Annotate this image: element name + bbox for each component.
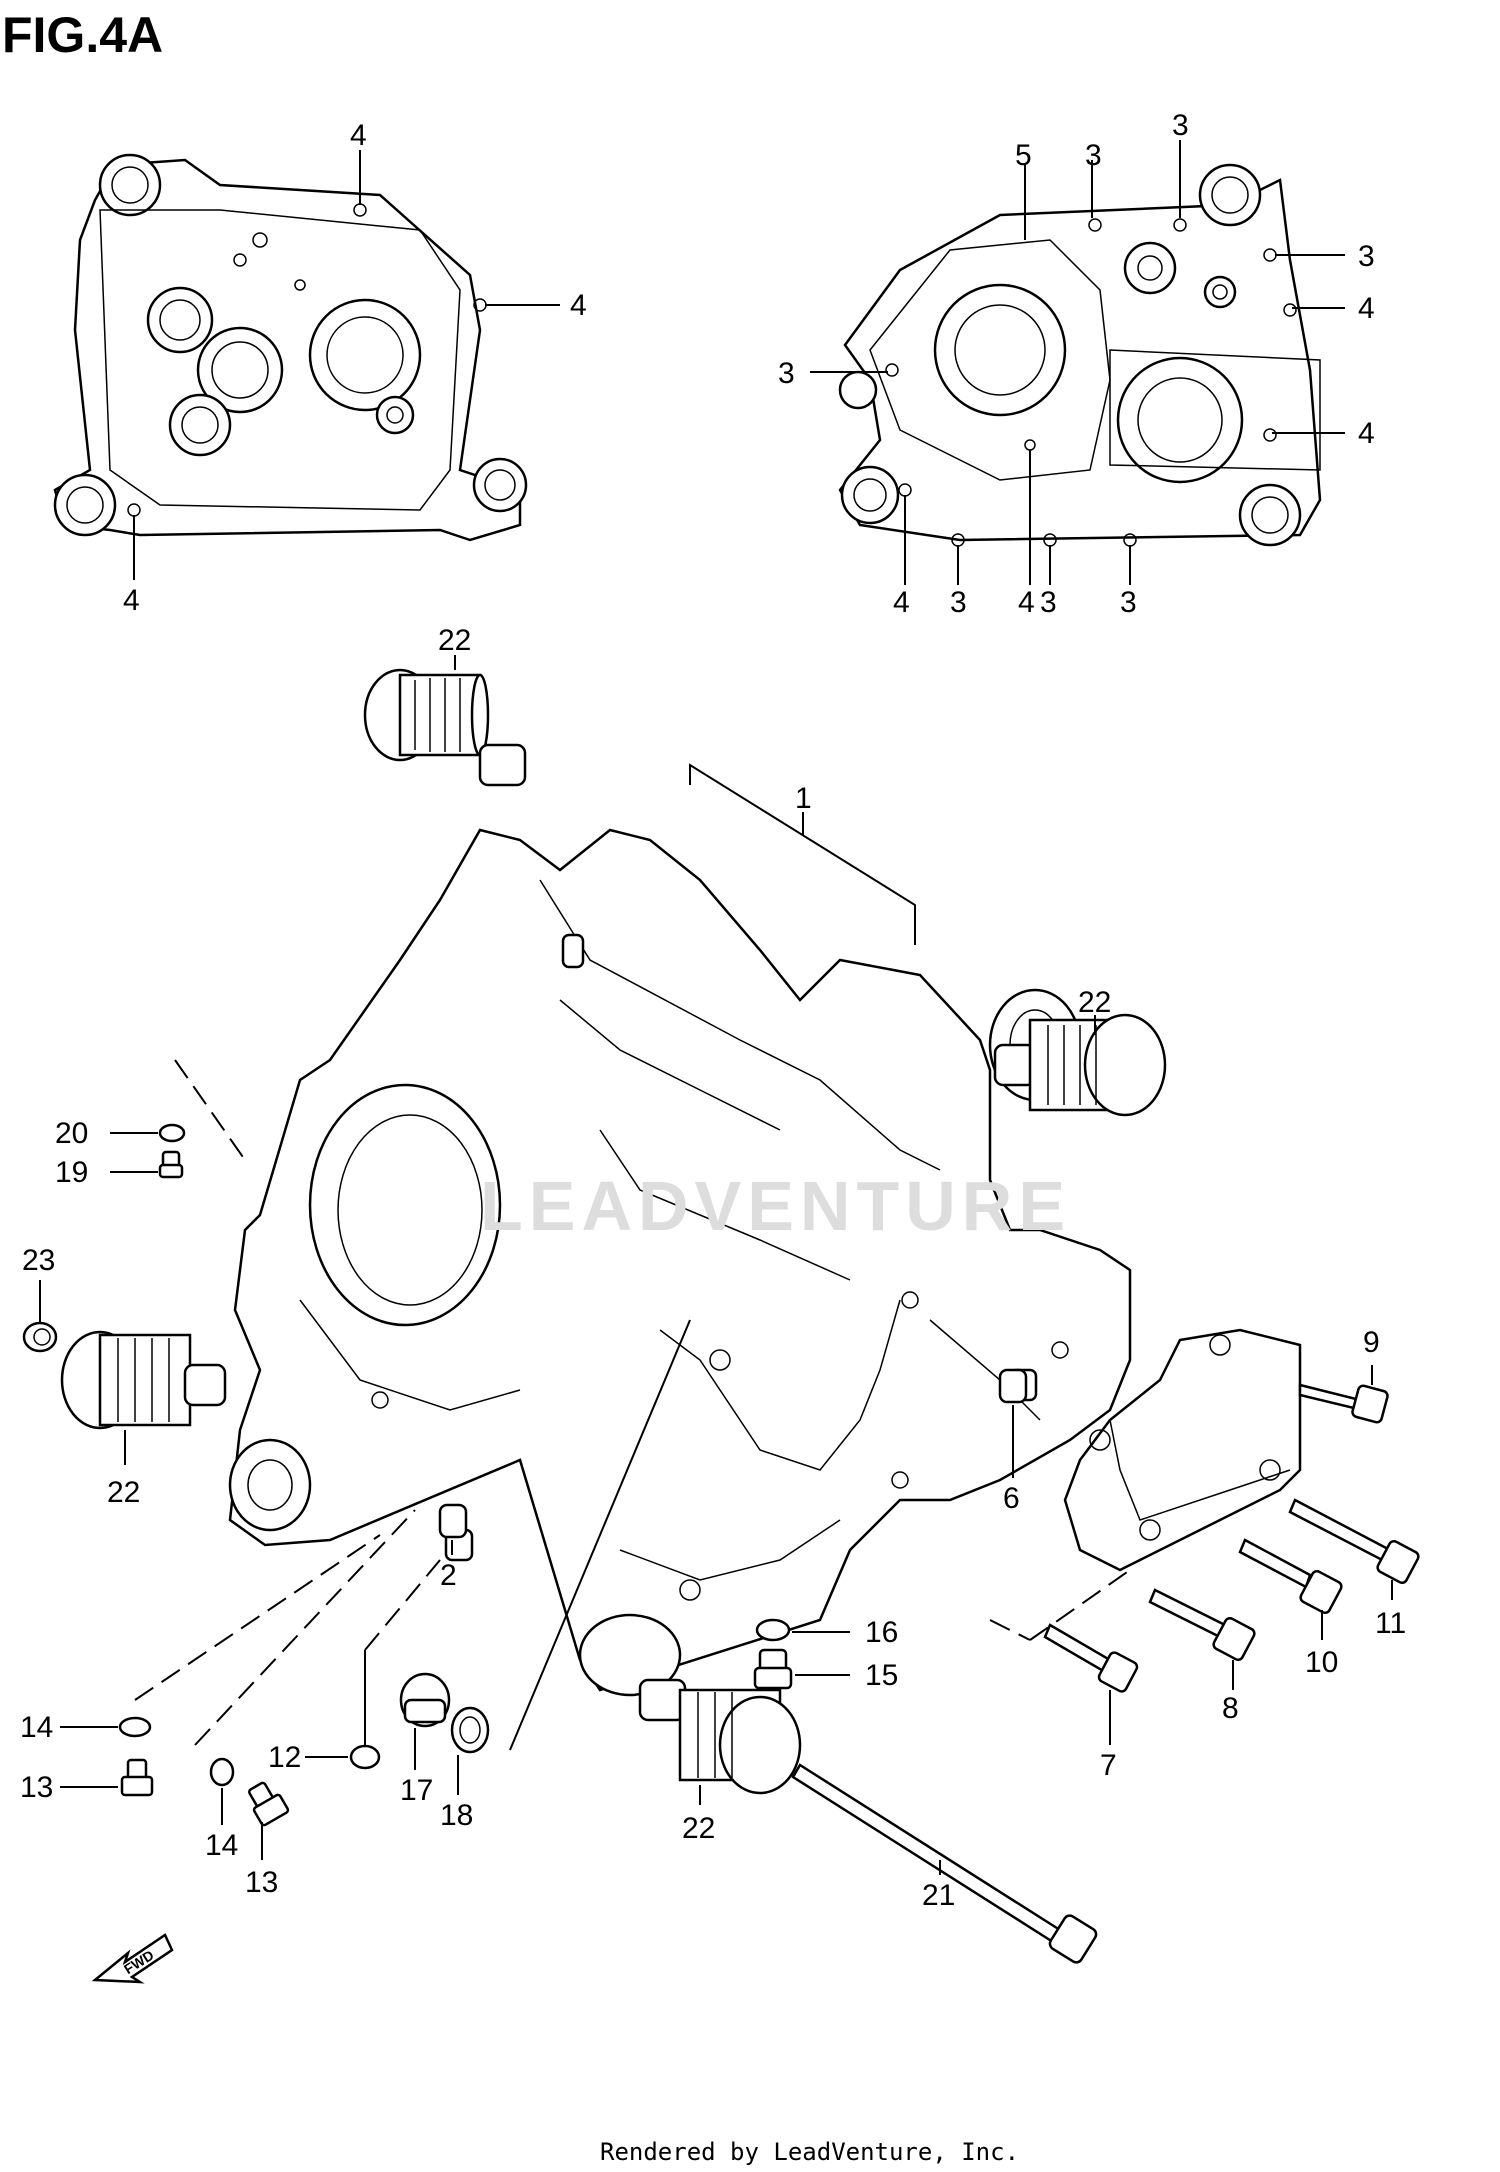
callout-14: 14 xyxy=(20,1711,53,1744)
left-crankcase-half-view xyxy=(53,153,528,542)
bolt-13 xyxy=(248,1781,290,1827)
callout-20: 20 xyxy=(55,1117,88,1150)
plug-17 xyxy=(399,1672,451,1728)
washer-20 xyxy=(158,1123,186,1143)
callout-4: 4 xyxy=(350,119,367,152)
callout-4: 4 xyxy=(1358,417,1375,450)
callout-3: 3 xyxy=(1120,586,1137,619)
callout-3: 3 xyxy=(1358,240,1375,273)
right-crankcase-half-view xyxy=(838,163,1322,547)
callout-7: 7 xyxy=(1100,1749,1117,1782)
bolt-11 xyxy=(1288,1498,1420,1585)
bearing-top xyxy=(363,668,527,787)
callout-6: 6 xyxy=(1003,1482,1020,1515)
callout-9: 9 xyxy=(1363,1326,1380,1359)
callout-18: 18 xyxy=(440,1799,473,1832)
callout-5: 5 xyxy=(1015,139,1032,172)
callout-12: 12 xyxy=(268,1741,301,1774)
callout-22: 22 xyxy=(438,624,471,657)
callout-10: 10 xyxy=(1305,1646,1338,1679)
left-half-callouts: 4 4 4 xyxy=(123,119,587,617)
washer-14 xyxy=(209,1757,235,1787)
washer-14 xyxy=(118,1716,152,1738)
callout-13: 13 xyxy=(245,1866,278,1899)
callout-1: 1 xyxy=(795,782,812,815)
bolt-19 xyxy=(158,1150,184,1179)
bolt-21 xyxy=(791,1763,1098,1964)
callout-22: 22 xyxy=(682,1812,715,1845)
spacer-12 xyxy=(349,1744,381,1770)
plug-23 xyxy=(22,1321,58,1353)
bolt-10 xyxy=(1238,1538,1343,1615)
footer-credit: Rendered by LeadVenture, Inc. xyxy=(600,2138,1019,2166)
fwd-arrow-icon: FWD xyxy=(91,1933,174,1984)
callout-4: 4 xyxy=(893,586,910,619)
bearing-left xyxy=(60,1330,227,1430)
callout-16: 16 xyxy=(865,1616,898,1649)
callout-4: 4 xyxy=(1358,292,1375,325)
callout-3: 3 xyxy=(1085,139,1102,172)
watermark: LEADVENTURE xyxy=(480,1167,1071,1245)
callout-13: 13 xyxy=(20,1771,53,1804)
callout-3: 3 xyxy=(778,357,795,390)
callout-22: 22 xyxy=(107,1476,140,1509)
right-half-callouts: 3 3 3 3 4 4 5 4 3 4 3 3 xyxy=(778,109,1375,619)
crankcase-assembly xyxy=(228,828,1132,1697)
callout-3: 3 xyxy=(1040,586,1057,619)
plug-15 xyxy=(753,1648,793,1690)
dowel-2 xyxy=(438,1503,468,1539)
figure-title: FIG.4A xyxy=(2,7,163,63)
callout-19: 19 xyxy=(55,1156,88,1189)
callout-1-bracket: 1 xyxy=(689,763,916,945)
callout-21: 21 xyxy=(922,1879,955,1912)
side-cover xyxy=(1063,1328,1302,1572)
callout-17: 17 xyxy=(400,1774,433,1807)
callout-22: 22 xyxy=(1078,986,1111,1019)
bearing-bottom xyxy=(638,1678,802,1795)
callout-15: 15 xyxy=(865,1659,898,1692)
dowel-6 xyxy=(998,1368,1028,1404)
callout-11: 11 xyxy=(1375,1607,1406,1640)
callout-2: 2 xyxy=(440,1559,457,1592)
callout-4: 4 xyxy=(1018,586,1035,619)
callout-8: 8 xyxy=(1222,1692,1239,1725)
callout-4: 4 xyxy=(570,289,587,322)
bolt-8 xyxy=(1148,1588,1256,1662)
callout-3: 3 xyxy=(1172,109,1189,142)
o-ring-18 xyxy=(450,1706,490,1754)
callout-4: 4 xyxy=(123,584,140,617)
washer-16 xyxy=(755,1618,791,1642)
bolt-7 xyxy=(1043,1623,1139,1693)
callout-14: 14 xyxy=(205,1829,238,1862)
bearing-right xyxy=(993,1013,1167,1117)
bolt-13 xyxy=(120,1758,154,1797)
callout-3: 3 xyxy=(950,586,967,619)
bolt-9 xyxy=(1298,1383,1389,1424)
callout-23: 23 xyxy=(22,1244,55,1277)
